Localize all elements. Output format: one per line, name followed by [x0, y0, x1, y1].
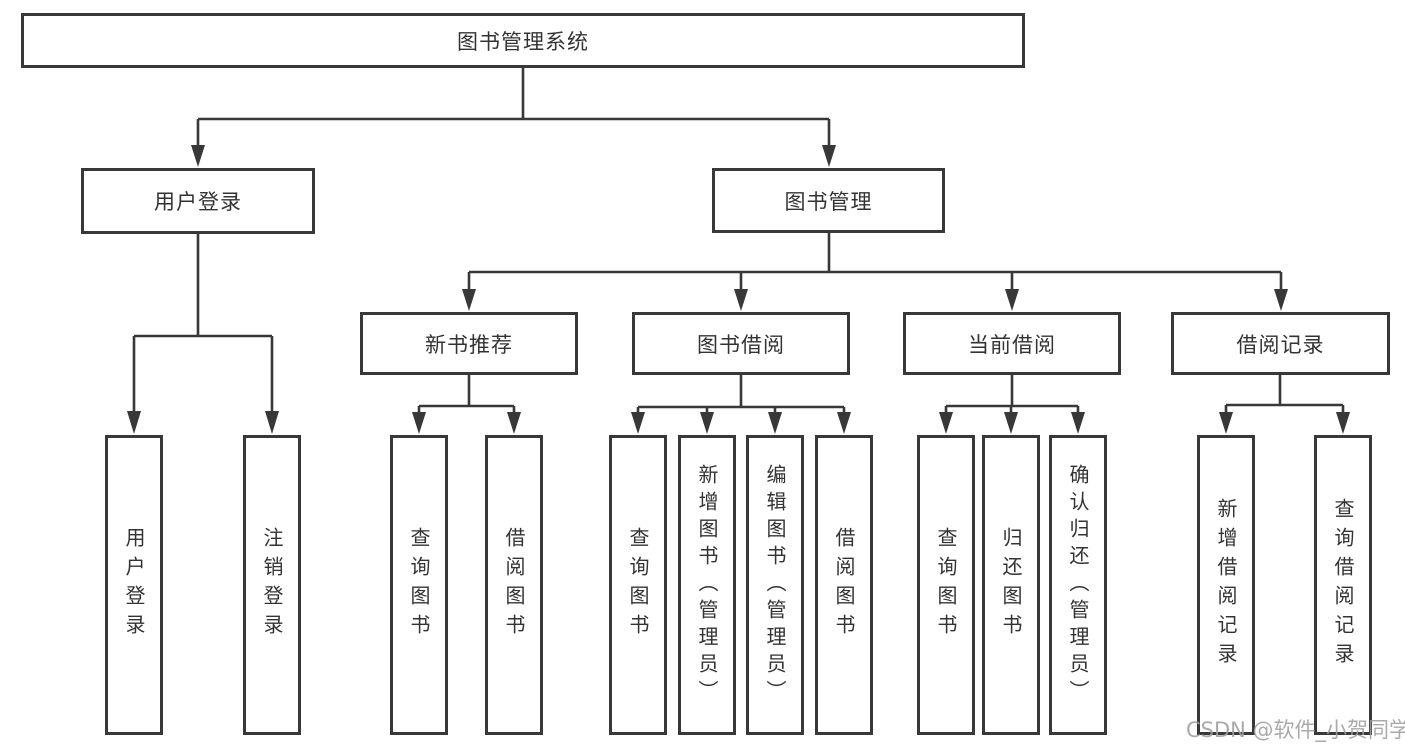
- leaf-logout: 注销登录: [243, 435, 301, 735]
- leaf-query-books-1: 查询图书: [390, 435, 448, 735]
- node-label: 用户登录: [154, 190, 242, 214]
- leaf-label: 查询借阅记录: [1331, 498, 1355, 672]
- leaf-label: 用户登录: [122, 527, 146, 643]
- leaf-confirm-return-admin: 确认归还（管理员）: [1049, 435, 1107, 735]
- leaf-label: 编辑图书（管理员）: [763, 463, 787, 707]
- node-label: 图书管理: [784, 189, 873, 214]
- csdn-watermark: CSDN @软件_小贺同学: [1186, 718, 1405, 742]
- node-label: 图书借阅: [697, 332, 785, 357]
- node-label: 当前借阅: [968, 332, 1056, 357]
- leaf-label: 新增借阅记录: [1214, 498, 1238, 672]
- leaf-borrow-books-1: 借阅图书: [485, 435, 543, 735]
- leaf-label: 借阅图书: [502, 527, 526, 643]
- leaf-user-login: 用户登录: [105, 435, 163, 735]
- node-current-borrow: 当前借阅: [903, 312, 1121, 375]
- leaf-add-borrow-record: 新增借阅记录: [1197, 435, 1255, 735]
- node-user-login: 用户登录: [81, 168, 315, 234]
- node-label: 图书管理系统: [457, 29, 589, 54]
- node-new-book-recommend: 新书推荐: [360, 312, 578, 375]
- leaf-label: 确认归还（管理员）: [1066, 463, 1090, 707]
- leaf-label: 查询图书: [407, 527, 431, 643]
- leaf-label: 新增图书（管理员）: [695, 463, 719, 707]
- leaf-return-books: 归还图书: [982, 435, 1040, 735]
- leaf-query-books-3: 查询图书: [917, 435, 975, 735]
- leaf-label: 借阅图书: [832, 527, 856, 643]
- leaf-add-books-admin: 新增图书（管理员）: [678, 435, 736, 735]
- node-book-borrow: 图书借阅: [632, 312, 850, 375]
- node-label: 借阅记录: [1236, 332, 1325, 357]
- leaf-query-borrow-record: 查询借阅记录: [1314, 435, 1372, 735]
- leaf-label: 注销登录: [260, 527, 284, 643]
- node-label: 新书推荐: [425, 332, 513, 357]
- leaf-query-books-2: 查询图书: [609, 435, 667, 735]
- leaf-borrow-books-2: 借阅图书: [815, 435, 873, 735]
- node-root-system: 图书管理系统: [21, 13, 1025, 68]
- node-book-management: 图书管理: [712, 168, 945, 233]
- leaf-label: 归还图书: [999, 527, 1023, 643]
- leaf-label: 查询图书: [626, 527, 650, 643]
- node-borrow-record: 借阅记录: [1171, 312, 1390, 375]
- leaf-label: 查询图书: [934, 527, 958, 643]
- leaf-edit-books-admin: 编辑图书（管理员）: [746, 435, 804, 735]
